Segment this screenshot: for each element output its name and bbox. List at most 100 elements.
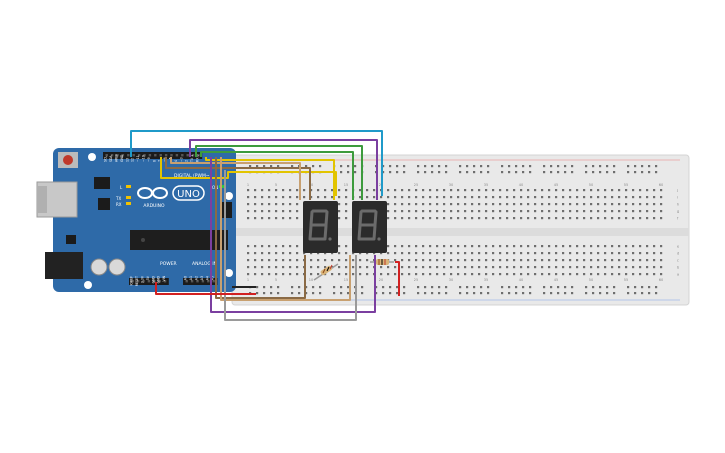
rail-hole[interactable] [319,286,322,289]
breadboard-hole[interactable] [422,252,425,255]
rail-hole[interactable] [445,171,448,174]
breadboard-hole[interactable] [611,203,614,206]
breadboard-hole[interactable] [296,210,299,213]
breadboard-hole[interactable] [324,252,327,255]
breadboard-hole[interactable] [387,203,390,206]
rail-hole[interactable] [522,165,525,168]
rail-hole[interactable] [256,292,259,295]
breadboard-hole[interactable] [289,245,292,248]
rail-hole[interactable] [487,171,490,174]
breadboard-hole[interactable] [569,210,572,213]
breadboard-hole[interactable] [653,196,656,199]
breadboard-hole[interactable] [597,189,600,192]
breadboard-hole[interactable] [401,196,404,199]
rail-hole[interactable] [522,286,525,289]
rail-hole[interactable] [347,171,350,174]
breadboard-hole[interactable] [247,273,250,276]
breadboard-hole[interactable] [513,266,516,269]
rail-hole[interactable] [571,292,574,295]
breadboard-hole[interactable] [506,273,509,276]
breadboard-hole[interactable] [450,252,453,255]
breadboard-hole[interactable] [282,189,285,192]
breadboard-hole[interactable] [261,189,264,192]
breadboard-hole[interactable] [457,273,460,276]
breadboard-hole[interactable] [590,189,593,192]
breadboard-hole[interactable] [275,189,278,192]
breadboard-hole[interactable] [506,189,509,192]
rail-hole[interactable] [340,165,343,168]
breadboard-hole[interactable] [387,217,390,220]
breadboard-hole[interactable] [534,196,537,199]
breadboard-hole[interactable] [513,259,516,262]
breadboard-hole[interactable] [597,217,600,220]
breadboard-hole[interactable] [562,252,565,255]
breadboard-hole[interactable] [534,266,537,269]
wire-purple-bottom[interactable] [210,157,376,313]
breadboard-hole[interactable] [583,196,586,199]
breadboard-hole[interactable] [618,189,621,192]
breadboard-hole[interactable] [254,245,257,248]
breadboard-hole[interactable] [590,266,593,269]
rail-hole[interactable] [263,286,266,289]
rail-hole[interactable] [592,171,595,174]
rail-hole[interactable] [389,171,392,174]
seven-segment-display-1[interactable]: 8. [303,201,338,253]
breadboard-hole[interactable] [632,189,635,192]
breadboard-hole[interactable] [359,259,362,262]
breadboard-hole[interactable] [597,259,600,262]
breadboard-hole[interactable] [604,203,607,206]
breadboard-hole[interactable] [520,245,523,248]
rail-hole[interactable] [557,292,560,295]
breadboard-hole[interactable] [569,189,572,192]
breadboard-hole[interactable] [583,210,586,213]
breadboard-hole[interactable] [520,252,523,255]
breadboard-hole[interactable] [499,252,502,255]
breadboard-hole[interactable] [569,266,572,269]
breadboard-hole[interactable] [401,189,404,192]
breadboard-hole[interactable] [415,210,418,213]
breadboard-hole[interactable] [345,252,348,255]
breadboard-hole[interactable] [387,196,390,199]
rail-hole[interactable] [438,171,441,174]
rail-hole[interactable] [480,171,483,174]
header-pin[interactable] [158,280,161,283]
breadboard-hole[interactable] [632,252,635,255]
breadboard-hole[interactable] [359,252,362,255]
wire-blue[interactable] [130,130,383,196]
header-pin[interactable] [153,280,156,283]
breadboard-hole[interactable] [310,259,313,262]
breadboard-hole[interactable] [282,196,285,199]
breadboard-hole[interactable] [471,203,474,206]
breadboard-hole[interactable] [618,217,621,220]
reset-button[interactable] [63,155,73,165]
rail-hole[interactable] [459,286,462,289]
breadboard-hole[interactable] [499,210,502,213]
breadboard-hole[interactable] [646,273,649,276]
breadboard-hole[interactable] [443,259,446,262]
wire-brown[interactable] [165,157,311,200]
breadboard-hole[interactable] [464,245,467,248]
breadboard-hole[interactable] [569,196,572,199]
breadboard-hole[interactable] [548,245,551,248]
breadboard-hole[interactable] [653,273,656,276]
rail-hole[interactable] [641,165,644,168]
breadboard-hole[interactable] [569,245,572,248]
rail-hole[interactable] [424,292,427,295]
rail-hole[interactable] [606,292,609,295]
breadboard-hole[interactable] [583,203,586,206]
rail-hole[interactable] [298,292,301,295]
breadboard-hole[interactable] [499,217,502,220]
rail-hole[interactable] [606,286,609,289]
breadboard-hole[interactable] [499,259,502,262]
breadboard-hole[interactable] [261,203,264,206]
breadboard-hole[interactable] [527,259,530,262]
rail-hole[interactable] [529,292,532,295]
breadboard-hole[interactable] [597,210,600,213]
breadboard-hole[interactable] [247,259,250,262]
header-pin[interactable] [164,154,168,157]
rail-hole[interactable] [277,165,280,168]
breadboard-hole[interactable] [282,259,285,262]
rail-hole[interactable] [256,286,259,289]
breadboard-hole[interactable] [464,203,467,206]
header-pin[interactable] [170,154,173,157]
